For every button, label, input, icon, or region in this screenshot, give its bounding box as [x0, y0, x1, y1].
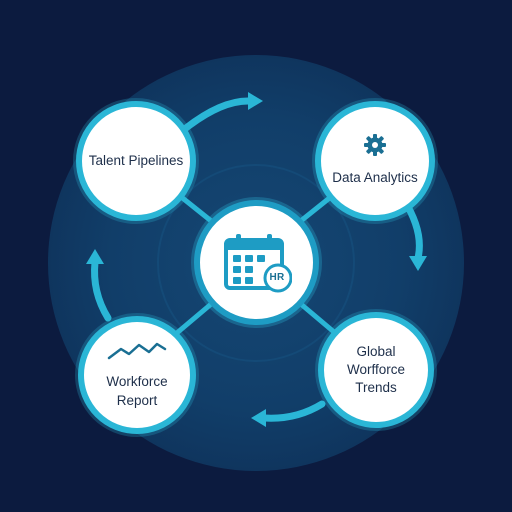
- connector-talent: [177, 193, 213, 223]
- arc-left: [91, 258, 112, 322]
- calendar-icon: HR: [222, 232, 292, 294]
- node-data-analytics: Data Analytics: [315, 101, 435, 221]
- arrow-head-bottom: [251, 409, 266, 427]
- gear-icon: [364, 134, 386, 161]
- node-global-workforce-trends: Global Worfforce Trends: [318, 312, 434, 428]
- hr-badge-label: HR: [269, 271, 285, 283]
- arrow-head-left: [86, 249, 104, 264]
- cycle-arrows: [91, 97, 423, 422]
- arc-top: [182, 97, 254, 132]
- inner-ring-guide: [157, 164, 355, 362]
- connector-workforce: [175, 302, 213, 335]
- trend-line-icon: [107, 340, 167, 367]
- center-connectors: [175, 193, 337, 335]
- arrow-heads: [86, 92, 427, 427]
- node-label-workforce-report: Workforce Report: [106, 374, 168, 408]
- node-label-data-analytics: Data Analytics: [332, 170, 418, 186]
- node-label-global-workforce-trends: Global Worfforce Trends: [346, 343, 406, 396]
- arc-bottom: [260, 400, 326, 422]
- connector-analytics: [299, 193, 335, 223]
- node-label-talent-pipelines: Talent Pipelines: [88, 152, 184, 168]
- arrow-head-top: [248, 92, 263, 110]
- node-talent-pipelines: Talent Pipelines: [76, 101, 196, 221]
- node-workforce-report: Workforce Report: [78, 316, 196, 434]
- node-center-hr: HR: [194, 200, 319, 325]
- connector-global: [299, 302, 337, 335]
- arrow-head-right: [409, 256, 427, 271]
